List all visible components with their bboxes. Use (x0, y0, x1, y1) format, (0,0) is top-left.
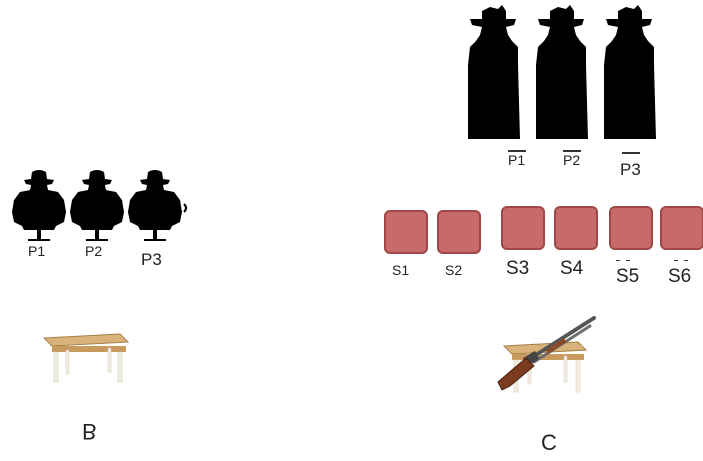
steel-target-s1 (384, 210, 428, 254)
steel-target-s5 (609, 206, 653, 250)
silhouette-target-icon (536, 5, 588, 139)
steel-label-s4: S4 (560, 258, 583, 280)
steel-target-s3 (501, 206, 545, 250)
silhouette-target-icon (468, 5, 520, 139)
silhouette-target-b-p2 (68, 168, 126, 244)
steel-target-s4 (554, 206, 598, 250)
silhouette-target-icon (70, 170, 124, 230)
silhouette-target-b-p1 (10, 168, 68, 244)
shotgun-icon (498, 318, 594, 390)
steel-label-s1: S1 (392, 262, 409, 278)
table-b (40, 330, 130, 385)
target-label-b-p3: P3 (141, 250, 162, 270)
steel-target-s2 (437, 210, 481, 254)
steel-marker-s5b (626, 260, 630, 261)
target-label-c-p1: P1 (508, 152, 525, 168)
section-letter-b: B (82, 418, 97, 444)
target-label-b-p2: P2 (85, 243, 102, 259)
steel-marker-s5a (616, 260, 620, 261)
shotgun (494, 312, 598, 392)
silhouette-target-b-p3 (126, 168, 188, 244)
steel-label-s6: S6 (668, 266, 691, 288)
silhouette-target-icon (12, 170, 66, 230)
steel-marker-s6b (684, 260, 688, 261)
silhouette-target-icon (128, 170, 182, 230)
silhouette-target-icon (604, 5, 656, 139)
steel-marker-s6a (674, 260, 678, 261)
target-label-b-p1: P1 (28, 243, 45, 259)
steel-label-s5: S5 (616, 266, 639, 288)
table-icon (44, 334, 128, 382)
target-marker-c-p3 (622, 152, 640, 154)
target-label-c-p2: P2 (563, 152, 580, 168)
steel-target-s6 (660, 206, 703, 250)
silhouette-target-c-p1 (462, 5, 528, 143)
target-label-c-p3: P3 (620, 160, 641, 180)
silhouette-target-c-p2 (530, 5, 596, 143)
silhouette-target-c-p3 (598, 5, 664, 143)
steel-label-s2: S2 (445, 262, 462, 278)
steel-label-s3: S3 (506, 258, 529, 280)
section-letter-c: C (541, 430, 557, 456)
